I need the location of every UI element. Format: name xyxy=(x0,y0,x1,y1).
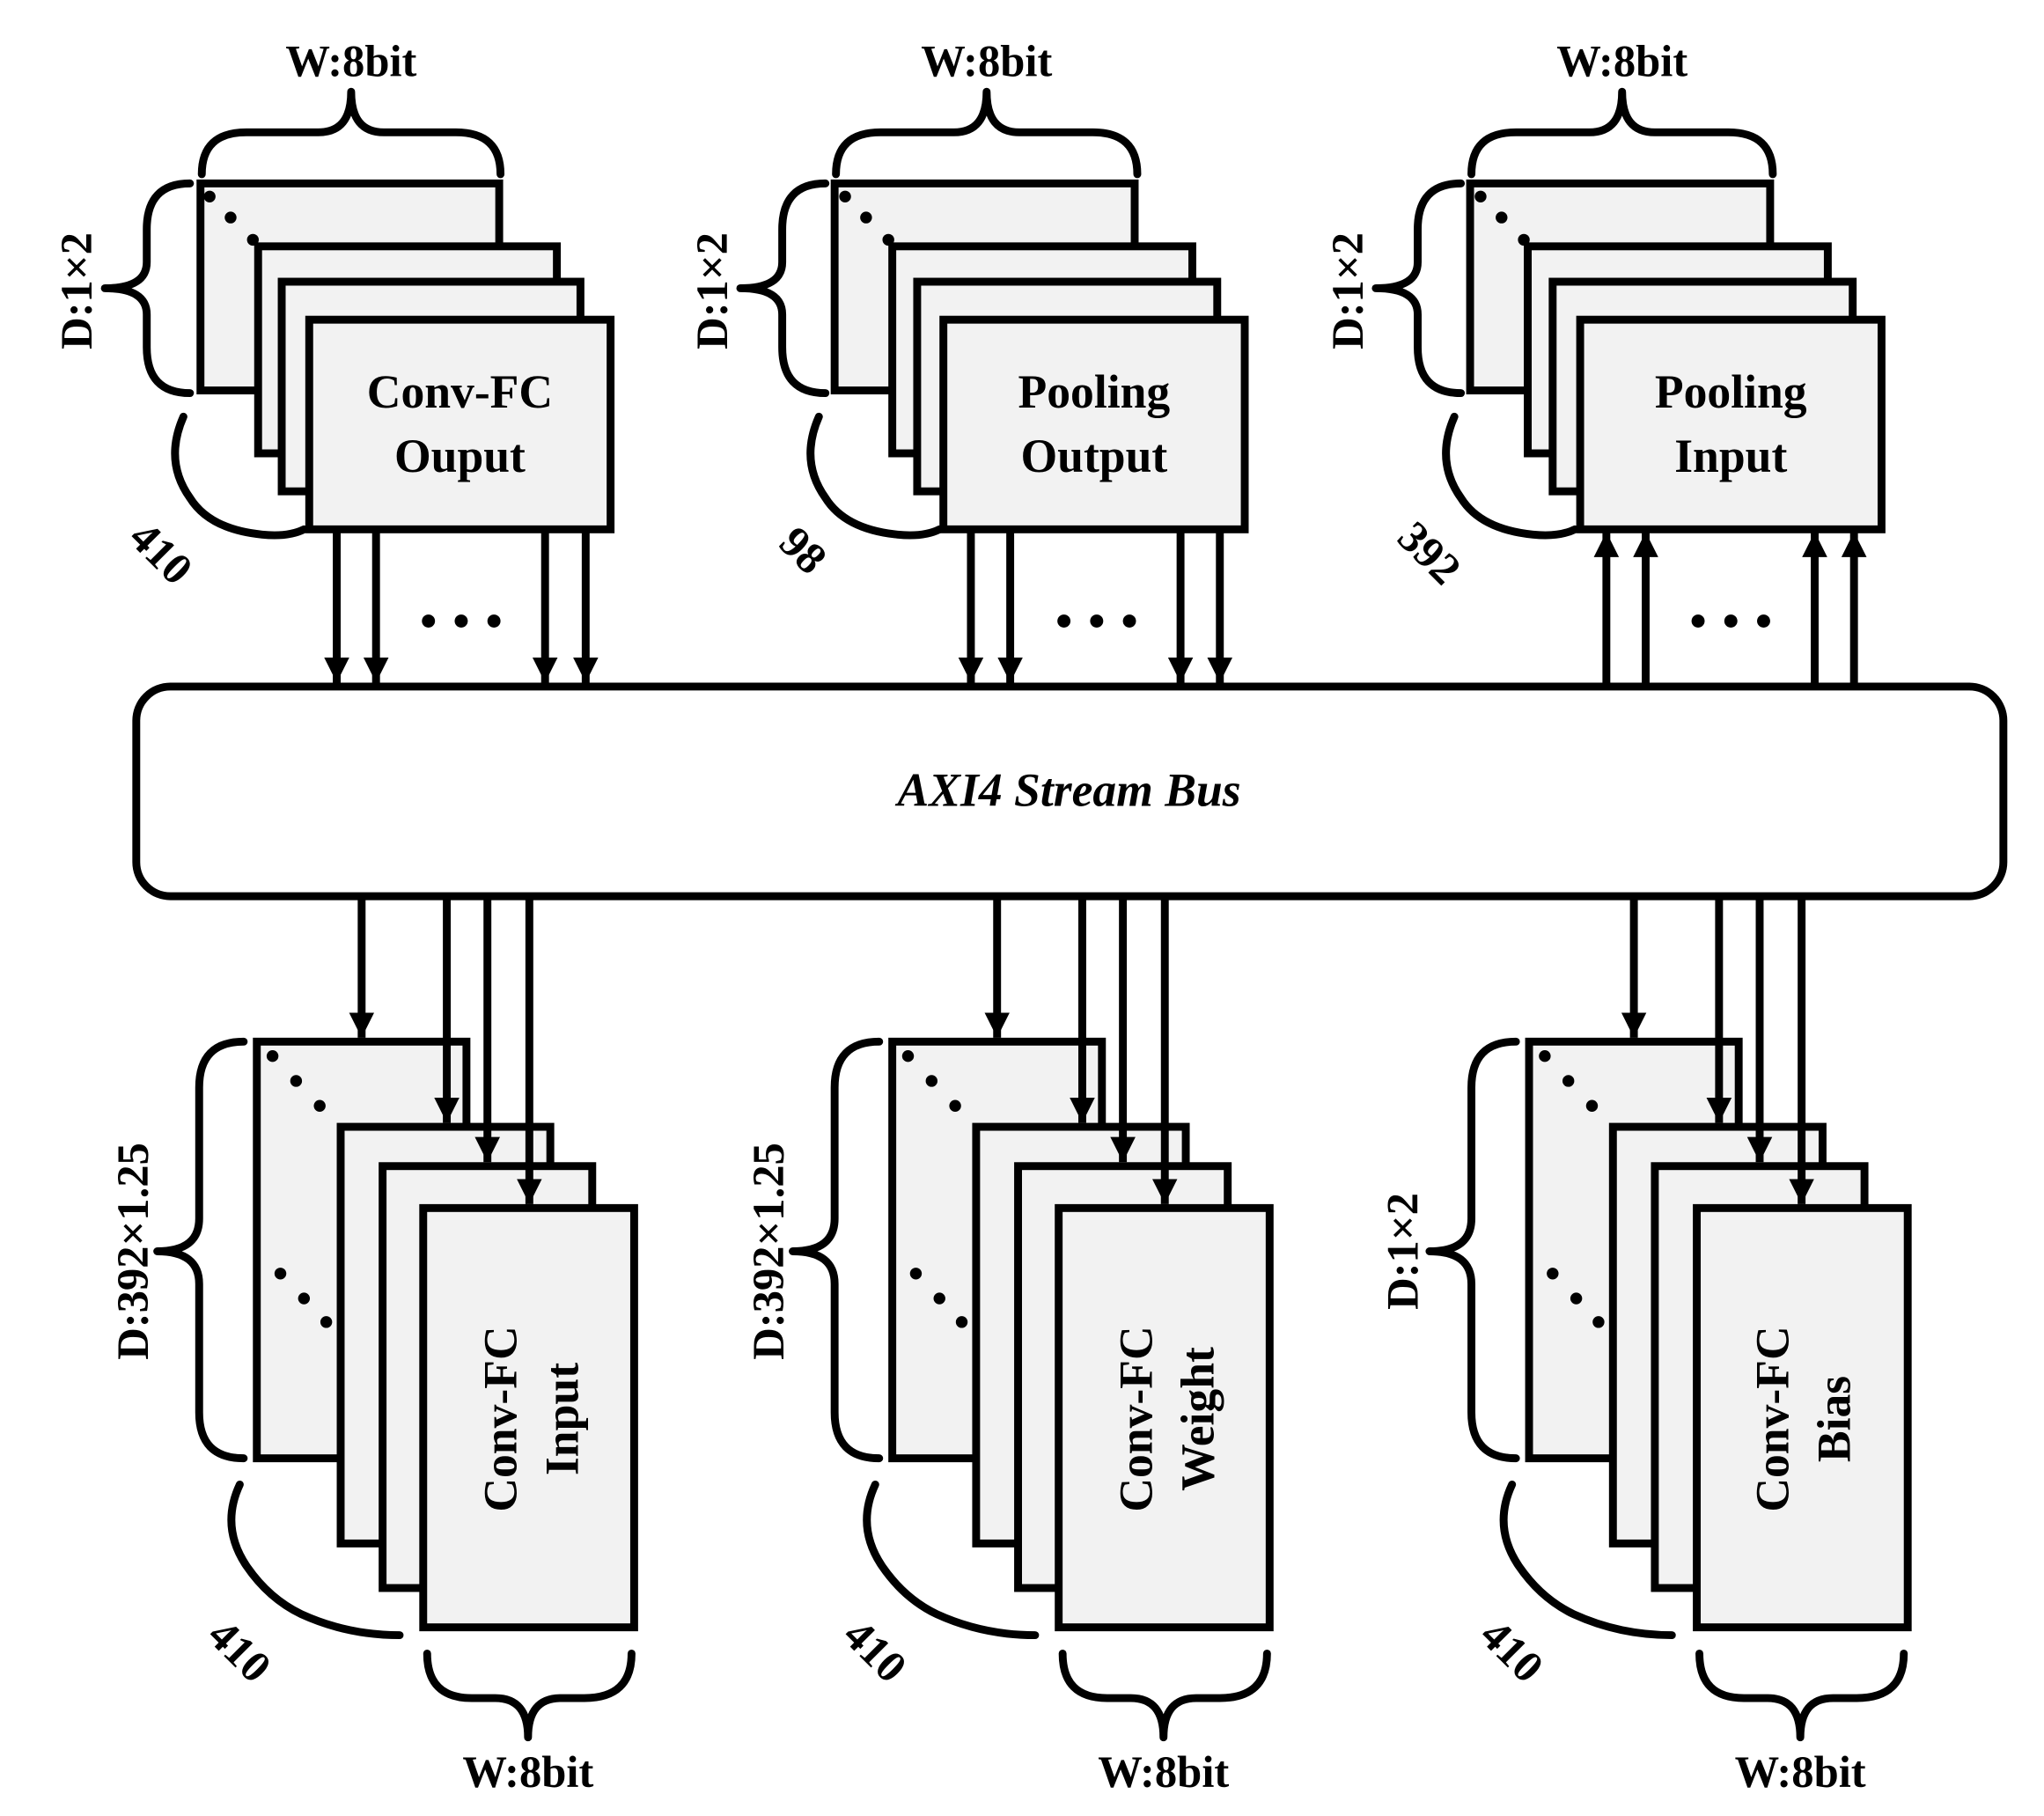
conv-bias-title-line2: Bias xyxy=(1808,1376,1861,1462)
bus-label: AXI4 Stream Bus xyxy=(895,763,1241,816)
conv-bias-buffer xyxy=(1693,1203,1912,1632)
conv-weight-count-label: 410 xyxy=(835,1610,916,1692)
dot xyxy=(1496,211,1508,224)
ellipsis-dot xyxy=(487,614,501,628)
dot xyxy=(1570,1292,1583,1305)
ellipsis-dot xyxy=(1691,614,1705,628)
conv-output-width-label: W:8bit xyxy=(285,36,416,85)
dot xyxy=(274,1268,287,1280)
dot xyxy=(1562,1075,1575,1087)
dot xyxy=(290,1075,303,1087)
pool-output-buffer-group: W:8bit D:1×2 98 Pooling Output xyxy=(687,36,1249,683)
conv-bias-width-label: W:8bit xyxy=(1735,1747,1866,1797)
pool-input-count-brace xyxy=(1442,412,1579,540)
conv-output-count-label: 410 xyxy=(121,511,202,593)
conv-weight-count-brace xyxy=(863,1480,1040,1640)
conv-input-buffer xyxy=(419,1203,638,1632)
conv-output-width-brace xyxy=(197,87,505,179)
conv-input-title-line2: Input xyxy=(535,1363,588,1475)
conv-input-width-brace xyxy=(423,1649,636,1742)
ellipsis-dot xyxy=(1090,614,1104,628)
conv-weight-title-line2: Weight xyxy=(1171,1347,1224,1491)
pool-output-title-line1: Pooling xyxy=(1018,365,1171,418)
dot xyxy=(203,190,216,202)
dot xyxy=(1547,1268,1559,1280)
conv-output-title-line2: Ouput xyxy=(394,430,526,482)
pool-output-title-line2: Output xyxy=(1020,430,1167,482)
axi4-stream-bus xyxy=(132,682,2008,901)
dot xyxy=(266,1049,279,1062)
ellipsis-dot xyxy=(1057,614,1071,628)
dot xyxy=(224,211,237,224)
dot xyxy=(1474,190,1487,202)
ellipsis-dot xyxy=(1122,614,1136,628)
pool-input-buffer-group: W:8bit D:1×2 392 Pooling Input xyxy=(1323,36,1886,684)
conv-input-count-brace xyxy=(227,1480,404,1640)
ellipsis-dot xyxy=(1757,614,1770,628)
conv-bias-count-brace xyxy=(1499,1480,1676,1640)
pool-output-count-label: 98 xyxy=(770,517,836,583)
pool-output-depth-brace xyxy=(736,179,830,398)
conv-output-buffer xyxy=(305,315,615,533)
conv-output-depth-label: D:1×2 xyxy=(52,232,101,349)
conv-weight-title-line1: Conv-FC xyxy=(1109,1326,1162,1511)
conv-bias-depth-brace xyxy=(1425,1037,1520,1463)
conv-input-count-label: 410 xyxy=(199,1610,281,1692)
dot xyxy=(839,190,851,202)
pool-output-depth-label: D:1×2 xyxy=(687,232,737,349)
dot xyxy=(901,1049,915,1062)
pool-output-width-label: W:8bit xyxy=(921,36,1052,85)
conv-output-count-brace xyxy=(171,412,308,540)
conv-input-depth-brace xyxy=(153,1037,248,1463)
dot xyxy=(860,211,872,224)
dot xyxy=(320,1316,333,1328)
conv-input-buffer-group: Conv-FC Input D:392×1.25 410 W:8bit xyxy=(108,896,638,1797)
pool-output-width-brace xyxy=(832,87,1142,179)
ellipsis-dot xyxy=(422,614,436,628)
pool-input-count-label: 392 xyxy=(1388,511,1470,593)
pool-input-depth-label: D:1×2 xyxy=(1323,232,1372,349)
conv-weight-depth-label: D:392×1.25 xyxy=(744,1143,793,1360)
pool-input-title-line1: Pooling xyxy=(1655,365,1807,418)
dot xyxy=(933,1292,945,1305)
conv-bias-title-line1: Conv-FC xyxy=(1746,1326,1799,1511)
conv-weight-width-brace xyxy=(1058,1649,1271,1742)
conv-output-title-line1: Conv-FC xyxy=(367,365,553,418)
pool-input-depth-brace xyxy=(1371,179,1466,398)
pool-output-count-brace xyxy=(806,412,944,540)
conv-input-width-label: W:8bit xyxy=(462,1747,593,1797)
dot xyxy=(1585,1099,1599,1112)
dot xyxy=(313,1099,326,1112)
conv-output-buffer-group: W:8bit D:1×2 410 Conv-FC Ouput xyxy=(52,36,615,683)
pool-input-buffer xyxy=(1576,315,1886,533)
conv-weight-buffer-group: Conv-FC Weight D:392×1.25 410 W:8bit xyxy=(744,896,1274,1797)
dot xyxy=(949,1099,961,1112)
pool-input-width-brace xyxy=(1467,87,1777,179)
conv-weight-depth-brace xyxy=(789,1037,884,1463)
dot xyxy=(1592,1316,1605,1328)
conv-bias-count-label: 410 xyxy=(1471,1610,1553,1692)
pool-output-buffer xyxy=(939,315,1249,533)
conv-bias-buffer-group: Conv-FC Bias D:1×2 410 W:8bit xyxy=(1379,896,1912,1797)
dot xyxy=(925,1075,937,1087)
dot xyxy=(955,1316,968,1328)
ellipsis-dot xyxy=(1724,614,1738,628)
conv-bias-depth-label: D:1×2 xyxy=(1379,1193,1428,1310)
conv-weight-width-label: W:8bit xyxy=(1098,1747,1229,1797)
conv-output-depth-brace xyxy=(100,179,195,398)
conv-bias-width-brace xyxy=(1695,1649,1908,1742)
conv-weight-buffer xyxy=(1055,1203,1274,1632)
pool-input-width-label: W:8bit xyxy=(1556,36,1687,85)
ellipsis-dot xyxy=(454,614,468,628)
conv-input-title-line1: Conv-FC xyxy=(474,1326,526,1511)
dot xyxy=(298,1292,311,1305)
dot xyxy=(1539,1049,1551,1062)
conv-input-depth-label: D:392×1.25 xyxy=(108,1143,158,1360)
dot xyxy=(909,1268,923,1280)
pool-input-title-line2: Input xyxy=(1674,430,1787,482)
